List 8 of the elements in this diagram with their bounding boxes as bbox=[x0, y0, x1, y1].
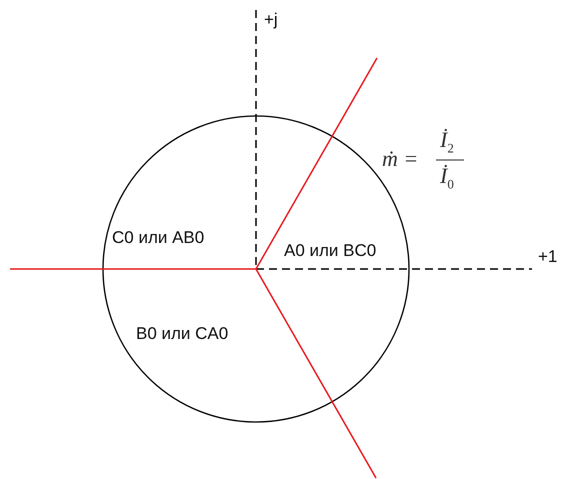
sector-label: B0 или CA0 bbox=[136, 325, 228, 344]
formula-denominator: İ$_{0}$ bbox=[440, 164, 454, 192]
sector-label: C0 или AB0 bbox=[112, 229, 204, 248]
axis-label: +j bbox=[264, 11, 278, 30]
sector-label: A0 или BC0 bbox=[284, 242, 376, 261]
axis-label: +1 bbox=[538, 248, 558, 267]
formula-numerator: İ$_{2}$ bbox=[440, 128, 454, 156]
formula-text: ṁ = bbox=[382, 147, 418, 172]
